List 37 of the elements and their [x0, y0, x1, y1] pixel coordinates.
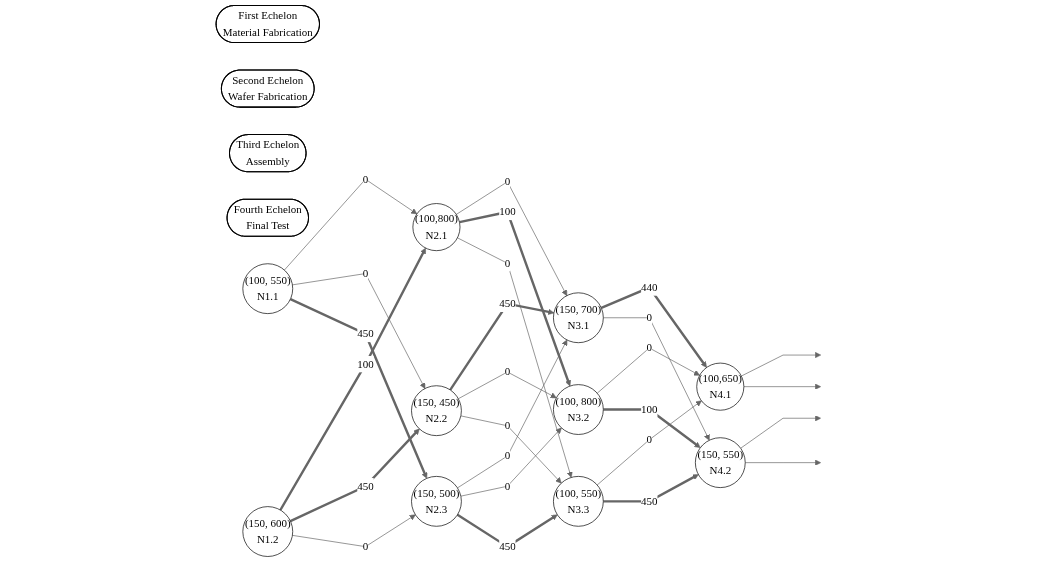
edge-label: 0 — [362, 540, 369, 553]
arrow — [289, 298, 428, 479]
edge-label: 450 — [357, 480, 374, 492]
node-circle: (100,800) N2.1 — [412, 203, 461, 251]
edge-label: 0 — [362, 173, 369, 185]
edge-label: 100 — [357, 358, 374, 370]
node-circle: (100, 550) N1.1 — [242, 263, 294, 314]
edge-label: 440 — [641, 281, 658, 294]
edge-label: 450 — [357, 327, 374, 340]
edge-label: 0 — [646, 433, 653, 446]
edge-label: 100 — [499, 205, 516, 218]
arrow — [449, 302, 555, 391]
edge-label: 0 — [646, 341, 653, 354]
node-circle: (150, 500) N2.3 — [411, 476, 462, 527]
edge-label: 0 — [646, 311, 653, 324]
arrow — [603, 408, 701, 448]
arrow — [289, 428, 420, 523]
edge-label: 0 — [504, 480, 511, 492]
node-circle: (150, 550) N4.2 — [695, 437, 746, 488]
node-circle: (100, 550) N3.3 — [553, 476, 604, 527]
edge-label: 0 — [504, 419, 511, 432]
arrow — [279, 247, 426, 511]
node-circle: (150, 700) N3.1 — [553, 292, 604, 344]
edge-label: 0 — [504, 175, 511, 188]
arrow — [459, 210, 571, 387]
edge-label: 450 — [641, 495, 658, 507]
edge-label: 0 — [362, 267, 369, 280]
edge-label: 450 — [499, 540, 516, 553]
edge-label: 0 — [504, 449, 511, 462]
node-circle: (150, 450) N2.2 — [411, 385, 462, 436]
edge-label: 0 — [504, 365, 511, 378]
edge-label: 0 — [504, 257, 511, 269]
edge-label: 100 — [641, 403, 658, 416]
node-circle: (100, 800) N3.2 — [553, 384, 604, 435]
edge-label: 450 — [499, 297, 516, 310]
node-circle: (100,650) N4.1 — [696, 362, 745, 411]
node-circle: (150, 600) N1.2 — [242, 506, 294, 557]
